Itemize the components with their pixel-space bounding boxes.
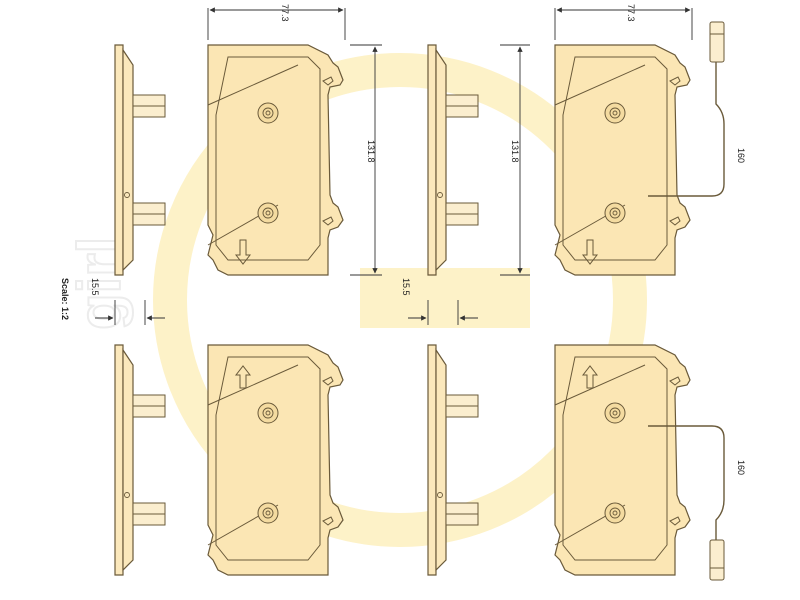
arrow-down-icon xyxy=(234,239,599,265)
pad-face-view-bottom-left xyxy=(207,344,344,576)
dim-thickness-left-label: 15.5 xyxy=(90,278,100,296)
dim-width-right-label: 77.3 xyxy=(626,4,636,22)
dim-height-left-label: 131.8 xyxy=(366,140,376,163)
pad-side-view-top-left xyxy=(114,44,166,276)
watermark-logo: girl xyxy=(65,53,647,547)
dim-width-left-label: 77.3 xyxy=(280,4,290,22)
dim-thickness-right-label: 15.5 xyxy=(401,278,411,296)
dim-height-right-label: 131.8 xyxy=(510,140,520,163)
scale-label: Scale: 1:2 xyxy=(60,278,70,320)
arrow-up-icon xyxy=(234,365,599,389)
pad-side-view-bottom-left xyxy=(114,344,166,576)
pad-face-view-top-right xyxy=(554,44,691,276)
wear-sensor-bottom xyxy=(648,425,725,581)
dim-wire-bottom-label: 160 xyxy=(736,460,746,475)
pad-face-view-bottom-right xyxy=(554,344,691,576)
dimension-lines xyxy=(95,7,693,325)
pad-face-view-top-left xyxy=(207,44,344,276)
wear-sensor-top xyxy=(648,21,725,197)
dim-wire-top-label: 160 xyxy=(736,148,746,163)
